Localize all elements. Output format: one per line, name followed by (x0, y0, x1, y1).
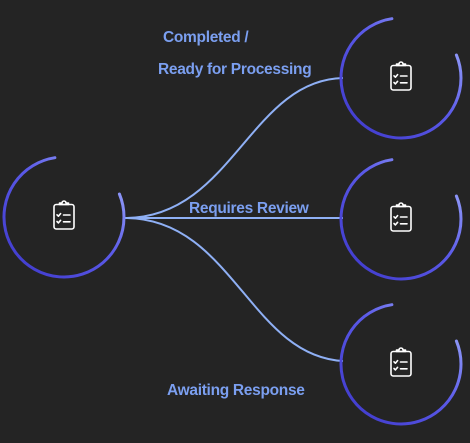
node-ring (2, 156, 126, 279)
node-awaiting-response (339, 303, 463, 426)
clipboard-checklist-icon (390, 347, 412, 377)
node-completed (339, 17, 463, 140)
label-awaiting-response: Awaiting Response (167, 382, 305, 399)
clipboard-checklist-icon (53, 200, 75, 230)
node-requires-review (339, 158, 463, 281)
label-completed-line1: Completed / (163, 29, 249, 46)
label-requires-review: Requires Review (189, 200, 309, 217)
node-source (2, 156, 126, 279)
node-ring (339, 17, 463, 140)
connector-to-awaiting-response (124, 217, 344, 362)
connectors (124, 77, 344, 362)
clipboard-checklist-icon (390, 202, 412, 232)
clipboard-checklist-icon (390, 61, 412, 91)
node-ring (339, 158, 463, 281)
connector-to-completed (124, 77, 344, 219)
node-ring (339, 303, 463, 426)
label-completed-line2: Ready for Processing (158, 61, 312, 78)
